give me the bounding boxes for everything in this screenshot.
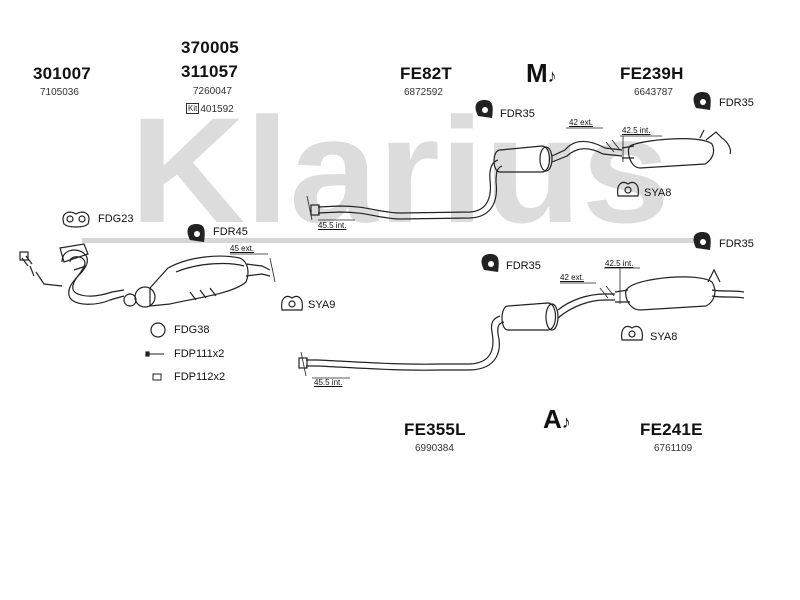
- rear-silencer-bottom: [625, 276, 716, 311]
- auto-gearbox-icon: A♪: [543, 404, 571, 434]
- rubber-hanger-icon: [475, 100, 493, 118]
- rubber-hanger-icon: [481, 254, 499, 272]
- fitting-fdr35-top-right: FDR35: [719, 97, 754, 109]
- fitting-fdr35-bottom-left: FDR35: [506, 260, 541, 272]
- part-number-6872592: 6872592: [404, 87, 443, 98]
- clamp-icon: [281, 295, 303, 311]
- fitting-fdg23: FDG23: [98, 213, 134, 225]
- kit-badge: Kit: [186, 103, 200, 114]
- dim-42-ext-bottom: 42 ext.: [560, 273, 585, 282]
- bolt-icon: [145, 351, 164, 357]
- rear-silencer-top: [627, 138, 715, 169]
- fitting-sya8-top: SYA8: [644, 187, 672, 199]
- gasket-icon: [62, 211, 90, 228]
- auto-letter: A: [543, 404, 562, 434]
- clamp-icon: [621, 325, 643, 341]
- part-code-301007: 301007: [33, 64, 91, 83]
- dim-42-5-int-bottom: 42.5 int.: [605, 259, 634, 268]
- fitting-fdr35-top-left: FDR35: [500, 108, 535, 120]
- part-code-311057: 311057: [181, 62, 238, 81]
- fitting-fdp112: FDP112x2: [174, 371, 226, 383]
- kit-number-value: 401592: [200, 104, 234, 115]
- part-number-6990384: 6990384: [415, 443, 454, 454]
- rubber-hanger-icon: [693, 92, 711, 110]
- mid-silencer-bottom: [501, 302, 557, 331]
- part-code-fe241e: FE241E: [640, 420, 703, 439]
- part-code-fe355l: FE355L: [404, 420, 466, 439]
- manual-gearbox-icon: M♪: [526, 58, 557, 88]
- dim-45-5-int-bottom: 45.5 int.: [314, 378, 343, 387]
- divider-bar: [82, 238, 694, 243]
- fitting-sya8-bottom: SYA8: [650, 331, 678, 343]
- nut-icon: [152, 373, 162, 381]
- bottom-pipe-end: [298, 357, 308, 369]
- part-code-370005: 370005: [181, 38, 239, 57]
- part-number-6761109: 6761109: [654, 443, 693, 454]
- lambda-sensor: [21, 255, 63, 287]
- fitting-fdg38: FDG38: [174, 324, 210, 336]
- dim-42-5-int-top: 42.5 int.: [622, 126, 651, 135]
- part-number-7260047: 7260047: [193, 86, 232, 97]
- part-code-fe82t: FE82T: [400, 64, 453, 83]
- bottom-front-pipe: [306, 315, 501, 365]
- fitting-sya9: SYA9: [308, 299, 336, 311]
- dim-45-ext: 45 ext.: [230, 244, 255, 253]
- gasket-ring-icon: [150, 322, 166, 338]
- dim-42-ext-top: 42 ext.: [569, 118, 594, 127]
- part-number-6643787: 6643787: [634, 87, 673, 98]
- part-number-7105036: 7105036: [40, 87, 79, 98]
- clamp-icon: [617, 181, 639, 197]
- fitting-fdr35-mid-right: FDR35: [719, 238, 754, 250]
- watermark-text: Klarius: [130, 86, 670, 254]
- fitting-fdp111: FDP111x2: [174, 348, 225, 360]
- manual-letter: M: [526, 58, 548, 88]
- rubber-hanger-icon: [693, 232, 711, 250]
- part-code-fe239h: FE239H: [620, 64, 684, 83]
- top-front-pipe: [317, 159, 499, 214]
- fitting-fdr45: FDR45: [213, 226, 248, 238]
- rubber-hanger-icon: [187, 224, 205, 242]
- top-pipe-end: [310, 204, 320, 216]
- dim-45-5-int-top: 45.5 int.: [318, 221, 347, 230]
- mid-silencer-top: [493, 145, 551, 173]
